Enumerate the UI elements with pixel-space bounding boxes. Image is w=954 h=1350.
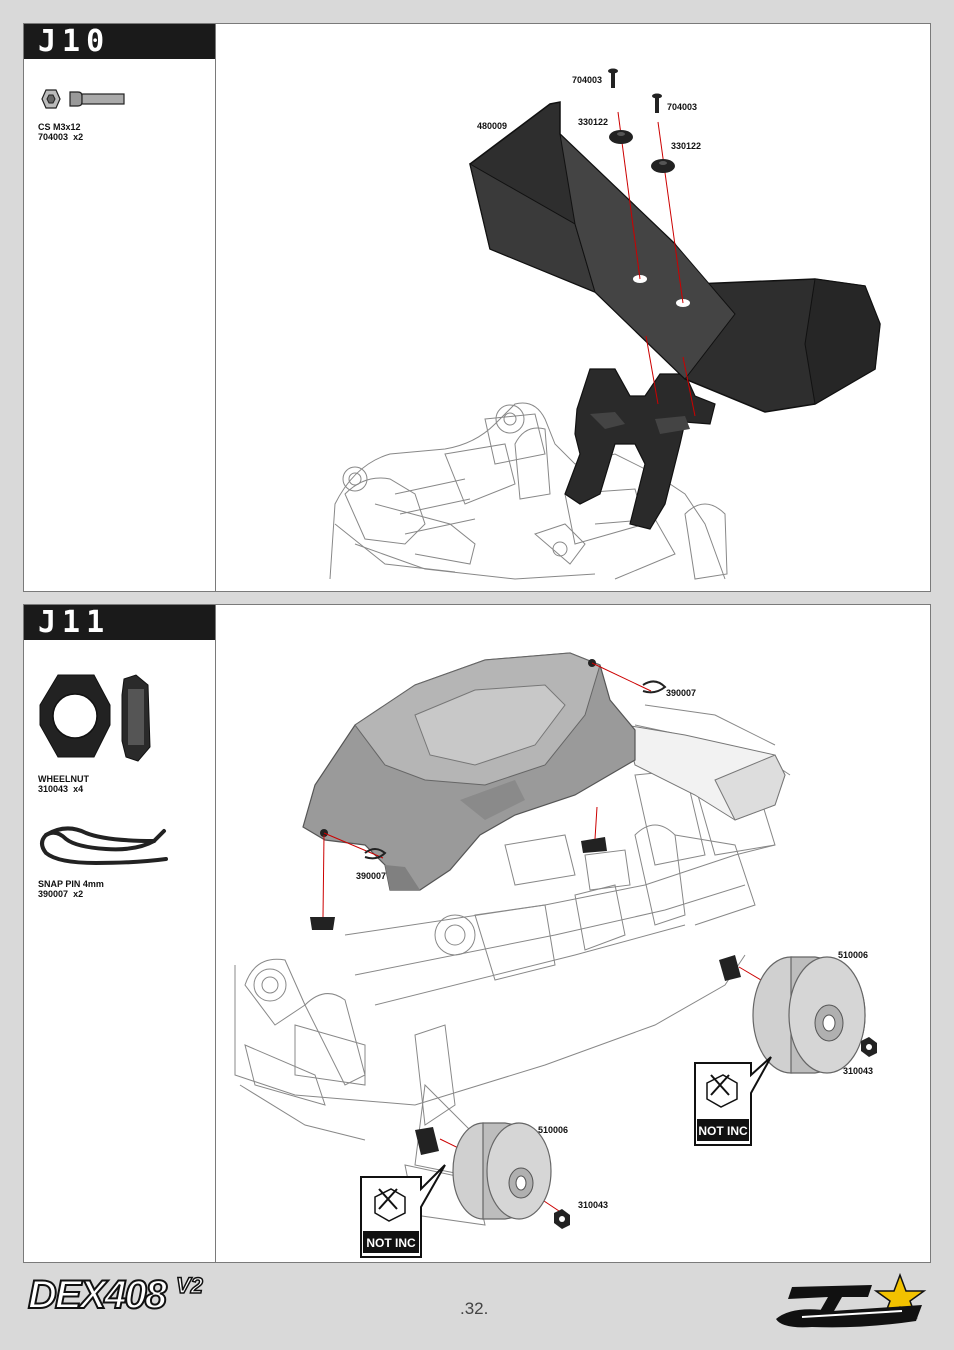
not-included-label: NOT INC [698,1124,748,1138]
part-qty: x4 [73,784,84,794]
wheel-nut-icon [39,674,151,762]
snap-pin-390007 [364,848,387,860]
callout-390007: 390007 [666,688,696,698]
parts-sidebar: J11 WHEELNUT 310043 x4 SNAP PIN 4mm 3900… [24,605,216,1262]
callout-310043: 310043 [578,1200,608,1210]
step-j11-panel: J11 WHEELNUT 310043 x4 SNAP PIN 4mm 3900… [23,604,931,1263]
callout-510006: 510006 [838,950,868,960]
part-qty: x2 [73,889,84,899]
wheel-nut-310043 [554,1209,570,1229]
wheel-nut-310043 [861,1037,877,1057]
page-footer: DEX408 V2 .32. [0,1263,954,1350]
part-label-wheelnut: WHEELNUT 310043 x4 [38,774,89,794]
step-title: J11 [24,605,215,640]
cap-screw-704003 [608,68,618,88]
part-name: WHEELNUT [38,774,89,784]
washer-330122 [651,159,675,173]
cap-screw-704003 [652,93,662,113]
callout-510006: 510006 [538,1125,568,1135]
assembly-guide-lines [617,111,696,417]
callout-310043: 310043 [843,1066,873,1076]
callout-480009: 480009 [477,121,507,131]
body-shell [302,652,636,891]
snap-pin-icon [40,826,168,866]
cap-screw-icon [41,89,125,109]
callout-704003: 704003 [667,102,697,112]
snap-pin-390007 [642,680,667,694]
callout-330122: 330122 [578,117,608,127]
wheel-510006 [452,1122,552,1220]
part-code: 704003 [38,132,69,142]
team-durango-logo [776,1272,927,1328]
body-and-wheels-assembly-diagram: NOT INC NOT INC 390007 390007 510006 310… [234,652,877,1258]
callout-390007: 390007 [356,871,386,881]
callout-704003: 704003 [572,75,602,85]
part-code: 390007 [38,889,69,899]
rear-wing-outline [624,724,786,821]
part-name: CS M3x12 [38,122,81,132]
part-name: SNAP PIN 4mm [38,879,104,889]
part-label-snap-pin: SNAP PIN 4mm 390007 x2 [38,879,104,899]
wheel-510006 [752,956,866,1074]
wheel-hex-hub [415,1127,439,1155]
product-version-logo: V2 [175,1272,203,1299]
step-j10-panel: J10 CS M3x12 704003 x2 [23,23,931,592]
part-qty: x2 [73,132,84,142]
chassis-lineart [329,402,728,580]
part-label-cs-m3x12: CS M3x12 704003 x2 [38,122,83,142]
wheel-hex-hub [719,955,741,981]
page-number: .32. [460,1299,489,1318]
parts-sidebar: J10 CS M3x12 704003 x2 [24,24,216,591]
not-included-badge: NOT INC [694,1056,772,1146]
step-title: J10 [24,24,215,59]
product-logo: DEX408 [27,1272,168,1318]
wing-mount [564,368,716,530]
part-code: 310043 [38,784,69,794]
body-mount [310,659,607,930]
callout-330122: 330122 [671,141,701,151]
not-included-badge: NOT INC [360,1164,446,1258]
wing-assembly-diagram: 704003 704003 480009 330122 330122 [329,68,881,580]
rear-wing [469,101,881,413]
washer-330122 [609,130,633,144]
not-included-label: NOT INC [366,1236,416,1250]
